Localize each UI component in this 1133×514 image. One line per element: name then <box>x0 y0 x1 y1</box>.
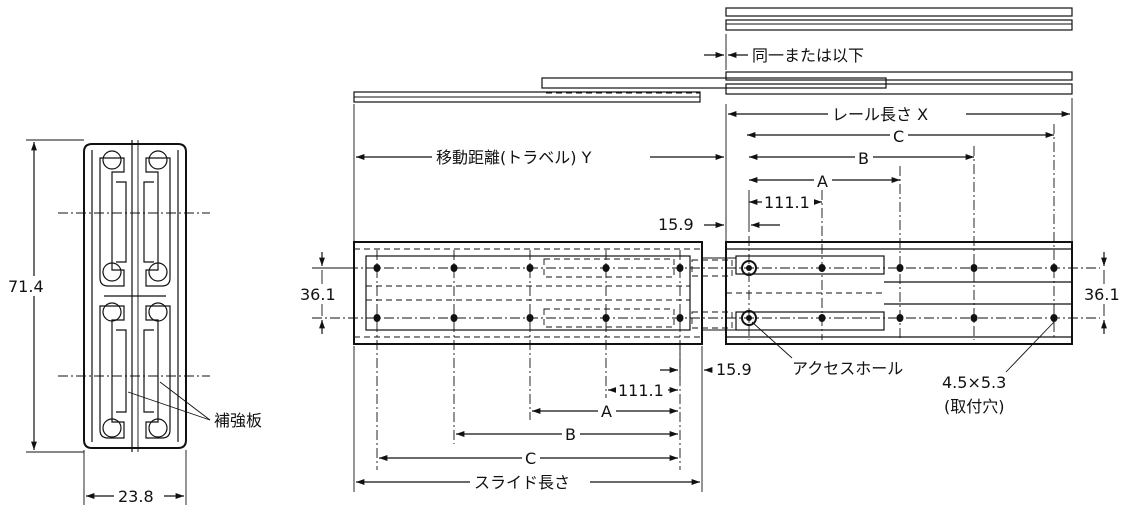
reinforcement-plate-label: 補強板 <box>214 411 262 430</box>
upper-dimension-15-9: 15.9 <box>658 215 694 234</box>
right-dimension-111: 111.1 <box>764 193 810 212</box>
right-dimension-c: C <box>893 127 904 146</box>
right-dimension-b: B <box>858 149 869 168</box>
cross-section-view: 71.4 23.8 補強板 <box>4 139 262 506</box>
lower-dimension-15-9: 15.9 <box>716 360 752 379</box>
access-hole-label: アクセスホール <box>792 359 903 378</box>
left-dimension-b: B <box>565 425 576 444</box>
rail-length-label: レール長さ X <box>832 105 928 124</box>
travel-label: 移動距離(トラベル) Y <box>436 148 592 167</box>
left-dimension-111: 111.1 <box>618 381 664 400</box>
left-dimension-a: A <box>601 402 612 421</box>
left-dimension-36-1: 36.1 <box>300 285 336 304</box>
height-dimension: 71.4 <box>8 277 44 296</box>
width-dimension: 23.8 <box>118 487 154 506</box>
extended-view: 同一または以下 レール長さ X 移動距離(トラベル) Y C B A 111.1… <box>298 7 1130 492</box>
right-dimension-a: A <box>817 172 828 191</box>
mount-hole-label: (取付穴) <box>944 397 1005 416</box>
access-holes <box>741 260 757 326</box>
left-dimension-c: C <box>525 449 536 468</box>
right-dimension-36-1: 36.1 <box>1084 285 1120 304</box>
overhang-label: 同一または以下 <box>752 46 864 65</box>
mount-hole-size: 4.5×5.3 <box>942 373 1006 392</box>
slide-length-label: スライド長さ <box>474 473 570 492</box>
mounting-holes <box>373 264 1058 322</box>
